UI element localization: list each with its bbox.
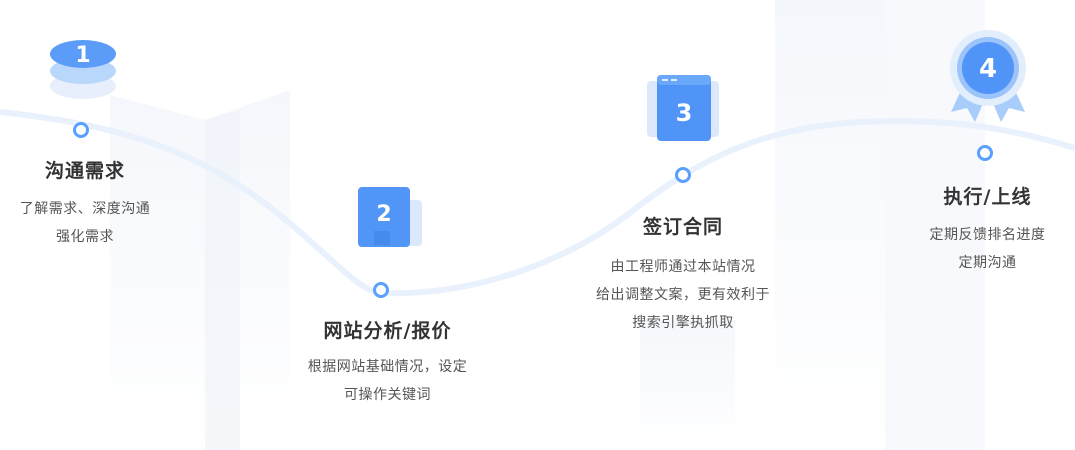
coin-stack-icon: 1 (50, 40, 116, 99)
step-2-desc-line: 根据网站基础情况，设定 (307, 359, 468, 375)
step-3-desc-line: 由工程师通过本站情况 (610, 259, 756, 275)
step-2: 网站分析/报价 根据网站基础情况，设定 可操作关键词 (285, 316, 490, 409)
step-2-desc-line: 可操作关键词 (344, 387, 431, 403)
flow-curve (0, 109, 1075, 297)
building-shapes (110, 0, 985, 450)
step-4-desc-line: 定期反馈排名进度 (929, 227, 1046, 243)
step-marker-1 (73, 122, 89, 138)
step-3: 签订合同 由工程师通过本站情况 给出调整文案，更有效利于 搜索引擎执抓取 (568, 212, 798, 337)
step-3-desc-line: 给出调整文案，更有效利于 (596, 287, 770, 303)
step-1-title: 沟通需求 (44, 160, 125, 182)
award-badge-icon: 4 (950, 30, 1026, 122)
step-3-desc: 由工程师通过本站情况 给出调整文案，更有效利于 搜索引擎执抓取 (568, 253, 798, 337)
step-1-desc-line: 强化需求 (56, 229, 114, 245)
browser-window-icon: 3 (647, 75, 719, 141)
step-4-desc-line: 定期沟通 (958, 255, 1017, 271)
step-number-1: 1 (75, 43, 90, 68)
step-marker-2 (373, 282, 389, 298)
step-2-desc: 根据网站基础情况，设定 可操作关键词 (285, 353, 490, 409)
step-1-desc: 了解需求、深度沟通 强化需求 (0, 195, 170, 251)
step-2-title: 网站分析/报价 (323, 320, 452, 342)
document-icon: 2 (358, 187, 422, 247)
step-4-title: 执行/上线 (943, 186, 1032, 208)
step-1: 沟通需求 了解需求、深度沟通 强化需求 (0, 156, 170, 251)
step-4-desc: 定期反馈排名进度 定期沟通 (900, 221, 1075, 277)
step-3-desc-line: 搜索引擎执抓取 (632, 315, 734, 331)
step-number-4: 4 (979, 54, 997, 84)
step-marker-4 (977, 145, 993, 161)
step-4: 执行/上线 定期反馈排名进度 定期沟通 (900, 182, 1075, 277)
step-3-title: 签订合同 (642, 216, 723, 238)
step-number-2: 2 (376, 202, 391, 227)
step-1-desc-line: 了解需求、深度沟通 (19, 201, 151, 217)
step-number-3: 3 (676, 99, 693, 127)
step-marker-3 (675, 167, 691, 183)
